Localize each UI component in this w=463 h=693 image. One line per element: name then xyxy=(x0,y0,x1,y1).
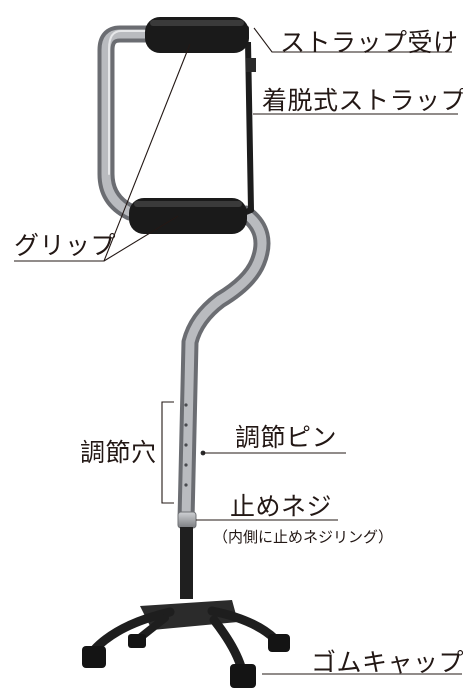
label-grip: グリップ xyxy=(14,231,117,260)
label-stop-screw: 止めネジ xyxy=(230,492,333,521)
label-adjust-holes: 調節穴 xyxy=(80,438,157,467)
lower-tube xyxy=(180,527,193,599)
adjust-hole-dots xyxy=(184,403,188,487)
label-adjust-pin: 調節ピン xyxy=(235,423,338,452)
label-stop-screw-note: （内側に止めネジリング） xyxy=(213,528,394,546)
label-removable-strap: 着脱式ストラップ xyxy=(262,86,463,115)
cane-frame xyxy=(97,25,271,529)
label-rubber-cap: ゴムキャップ xyxy=(311,648,463,677)
rubber-caps xyxy=(82,634,290,688)
quad-base xyxy=(89,600,281,675)
upper-grip-shade xyxy=(150,20,244,26)
label-strap-holder: ストラップ受け xyxy=(280,28,459,57)
strap xyxy=(239,26,256,217)
lower-grip-shade xyxy=(134,201,242,207)
stop-screw-collar xyxy=(177,511,197,529)
leader-lines xyxy=(14,27,462,675)
